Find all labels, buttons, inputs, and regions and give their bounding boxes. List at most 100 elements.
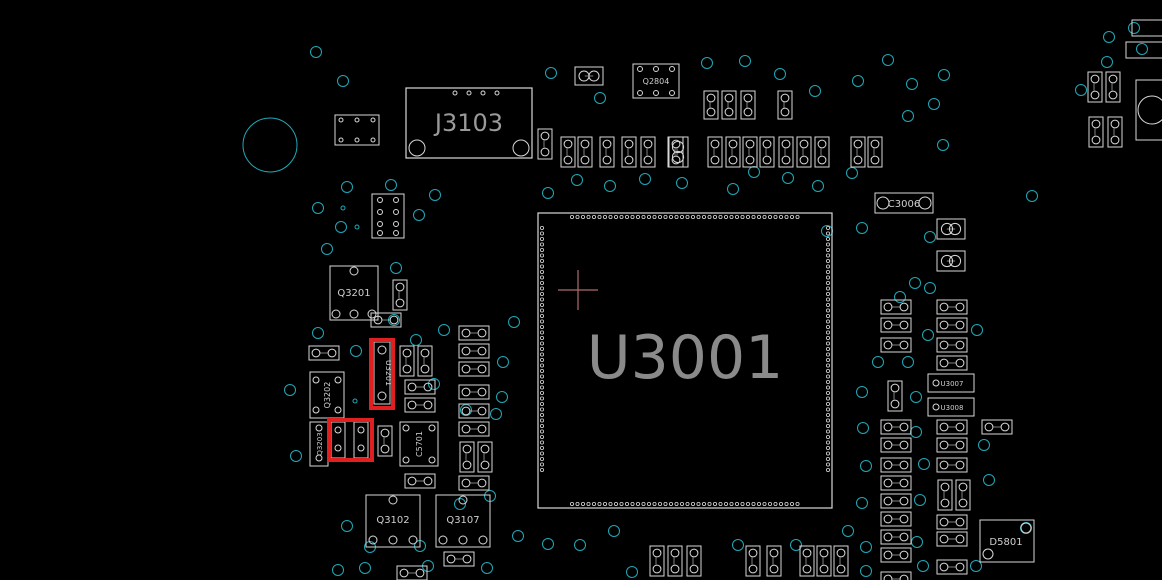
passive-component[interactable]	[745, 545, 761, 577]
transistor-q3201[interactable]: Q3201	[329, 265, 379, 321]
passive-component[interactable]	[574, 66, 604, 86]
passive-component[interactable]	[458, 403, 490, 419]
passive-component[interactable]	[703, 90, 719, 120]
transistor-q3202[interactable]: Q3202	[309, 371, 345, 419]
chip-u3008[interactable]: U3008	[927, 397, 975, 417]
passive-component[interactable]	[766, 545, 782, 577]
passive-component[interactable]	[816, 545, 832, 577]
passive-component[interactable]	[537, 128, 553, 160]
passive-component[interactable]	[721, 90, 737, 120]
component-top-right[interactable]	[1125, 19, 1162, 141]
connector-left-array[interactable]	[371, 193, 405, 239]
passive-component[interactable]	[417, 345, 433, 377]
passive-component[interactable]	[880, 493, 912, 509]
passive-component[interactable]	[867, 136, 883, 168]
passive-component[interactable]	[936, 419, 968, 435]
passive-component[interactable]	[404, 379, 436, 395]
passive-component[interactable]	[458, 475, 490, 491]
passive-component[interactable]	[887, 380, 903, 412]
passive-component[interactable]	[799, 545, 815, 577]
passive-component[interactable]	[936, 355, 968, 371]
transistor-q3102[interactable]: Q3102	[365, 494, 421, 548]
passive-component[interactable]	[399, 345, 415, 377]
passive-component[interactable]	[880, 337, 912, 353]
passive-component[interactable]	[936, 559, 968, 575]
passive-component[interactable]	[458, 361, 490, 377]
passive-component[interactable]	[778, 136, 794, 168]
capacitor-c5701[interactable]: C5701	[399, 421, 439, 467]
passive-component[interactable]	[396, 565, 428, 580]
passive-component[interactable]	[560, 136, 576, 168]
passive-component[interactable]	[880, 317, 912, 333]
highlighted-capacitor-pair[interactable]	[330, 421, 369, 459]
passive-component[interactable]	[477, 441, 493, 473]
passive-component[interactable]	[833, 545, 849, 577]
passive-component[interactable]	[880, 571, 912, 580]
transistor-q3107[interactable]: Q3107	[435, 494, 491, 548]
passive-component[interactable]	[936, 457, 968, 473]
passive-component[interactable]	[458, 325, 490, 341]
passive-component[interactable]	[936, 299, 968, 315]
passive-component[interactable]	[880, 475, 912, 491]
transistor-q2804[interactable]: Q2804	[632, 63, 680, 99]
passive-component[interactable]	[707, 136, 723, 168]
passive-component[interactable]	[880, 437, 912, 453]
passive-component[interactable]	[880, 511, 912, 527]
passive-component[interactable]	[1107, 116, 1123, 148]
passive-component[interactable]	[880, 529, 912, 545]
passive-component[interactable]	[796, 136, 812, 168]
chip-u3007[interactable]: U3007	[927, 373, 975, 393]
passive-component[interactable]	[936, 317, 968, 333]
passive-component[interactable]	[458, 384, 490, 400]
passive-component[interactable]	[937, 479, 953, 511]
passive-component[interactable]	[850, 136, 866, 168]
connector-top-left-array[interactable]	[334, 114, 380, 146]
passive-component[interactable]	[740, 90, 756, 120]
passive-component[interactable]	[667, 136, 689, 168]
passive-component[interactable]	[377, 425, 393, 457]
passive-component[interactable]	[936, 250, 966, 272]
passive-component[interactable]	[404, 397, 436, 413]
passive-component[interactable]	[936, 437, 968, 453]
passive-component[interactable]	[443, 551, 475, 567]
passive-component[interactable]	[458, 421, 490, 437]
passive-component[interactable]	[742, 136, 758, 168]
connector-j3103[interactable]: J3103	[405, 87, 533, 159]
passive-component[interactable]	[686, 545, 702, 577]
passive-component[interactable]	[404, 473, 436, 489]
passive-component[interactable]	[649, 545, 665, 577]
passive-component[interactable]	[458, 343, 490, 359]
passive-component[interactable]	[936, 337, 968, 353]
passive-component[interactable]	[640, 136, 656, 168]
passive-component[interactable]	[392, 279, 408, 311]
passive-component[interactable]	[814, 136, 830, 168]
chip-u3201[interactable]: U3201	[373, 341, 393, 405]
passive-component[interactable]	[621, 136, 637, 168]
passive-component[interactable]	[1088, 116, 1104, 148]
passive-component[interactable]	[777, 90, 793, 120]
passive-component[interactable]	[936, 218, 966, 240]
transistor-q3203[interactable]: Q3203	[309, 421, 329, 467]
passive-component[interactable]	[880, 547, 912, 563]
passive-component[interactable]	[880, 299, 912, 315]
passive-component[interactable]	[880, 419, 912, 435]
passive-component[interactable]	[936, 531, 968, 547]
passive-component[interactable]	[667, 545, 683, 577]
passive-component[interactable]	[936, 514, 968, 530]
passive-component[interactable]	[1105, 71, 1121, 103]
chip-u3001[interactable]: U3001	[537, 212, 833, 509]
capacitor-c3006[interactable]: C3006	[874, 192, 934, 214]
passive-component[interactable]	[759, 136, 775, 168]
passive-component[interactable]	[599, 136, 615, 168]
passive-component[interactable]	[308, 345, 340, 361]
pin-dot	[691, 214, 696, 219]
passive-component[interactable]	[577, 136, 593, 168]
passive-component[interactable]	[880, 457, 912, 473]
passive-component[interactable]	[981, 419, 1013, 435]
passive-component[interactable]	[459, 441, 475, 473]
passive-component[interactable]	[955, 479, 971, 511]
diode-d5801[interactable]: D5801	[979, 519, 1035, 563]
passive-component[interactable]	[1087, 71, 1103, 103]
passive-component[interactable]	[725, 136, 741, 168]
